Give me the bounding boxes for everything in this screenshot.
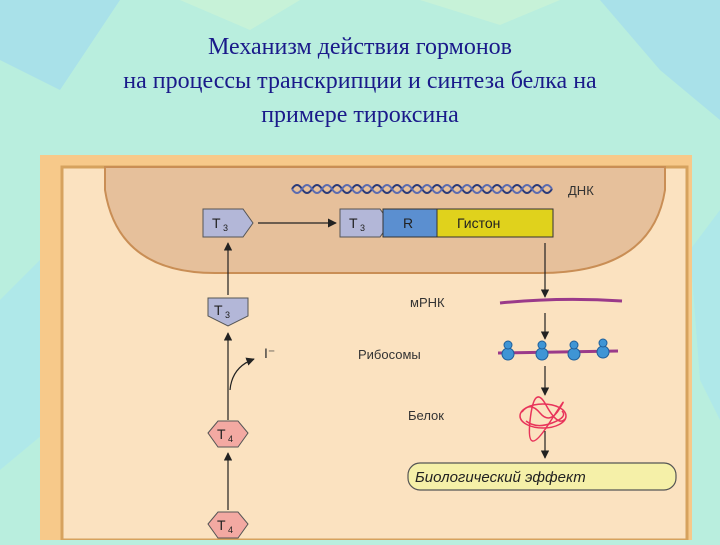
title-line-2: на процессы транскрипции и синтеза белка… [123, 68, 597, 94]
svg-text:3: 3 [360, 223, 365, 233]
iodide-label: I⁻ [264, 345, 275, 361]
svg-text:Т: Т [212, 215, 221, 231]
iodide-release-arrow [229, 357, 255, 391]
mrna-strand [499, 297, 623, 305]
svg-text:Гистон: Гистон [457, 215, 500, 231]
diagram-canvas: ДНК Т 3 Т 3 R Гистон мРНК Рибосомы Белок [40, 155, 692, 542]
slide-title: Механизм действия гормонов на процессы т… [0, 30, 720, 132]
t3-hormone-nuclear: Т 3 [202, 208, 254, 238]
t4-hormone-extracellular: Т 4 [207, 511, 249, 539]
title-line-3: примере тироксина [261, 102, 459, 128]
biological-effect-box [407, 462, 677, 491]
svg-text:Т: Т [217, 426, 226, 442]
biological-effect-label: Биологический эффект [415, 469, 586, 486]
title-line-1: Механизм действия гормонов [207, 34, 513, 60]
thyroxine-mechanism-diagram: ДНК Т 3 Т 3 R Гистон мРНК Рибосомы Белок [40, 155, 692, 542]
t3-hormone-cytoplasm: Т 3 [207, 297, 249, 327]
svg-text:3: 3 [225, 310, 230, 320]
dna-label: ДНК [568, 183, 594, 198]
protein-tangle-icon [519, 396, 567, 442]
svg-text:4: 4 [228, 434, 233, 444]
svg-text:R: R [403, 215, 413, 231]
ribosomes-label: Рибосомы [358, 347, 421, 362]
svg-text:3: 3 [223, 223, 228, 233]
protein-label: Белок [408, 408, 444, 423]
receptor-complex: Т 3 R Гистон [339, 208, 554, 238]
mrna-label: мРНК [410, 295, 445, 310]
svg-text:Т: Т [217, 517, 226, 533]
svg-text:Т: Т [349, 215, 358, 231]
svg-text:Т: Т [214, 302, 223, 318]
ribosome-icons [501, 338, 610, 361]
svg-text:4: 4 [228, 525, 233, 535]
t4-hormone-cytoplasm: Т 4 [207, 420, 249, 448]
dna-helix [291, 184, 553, 194]
